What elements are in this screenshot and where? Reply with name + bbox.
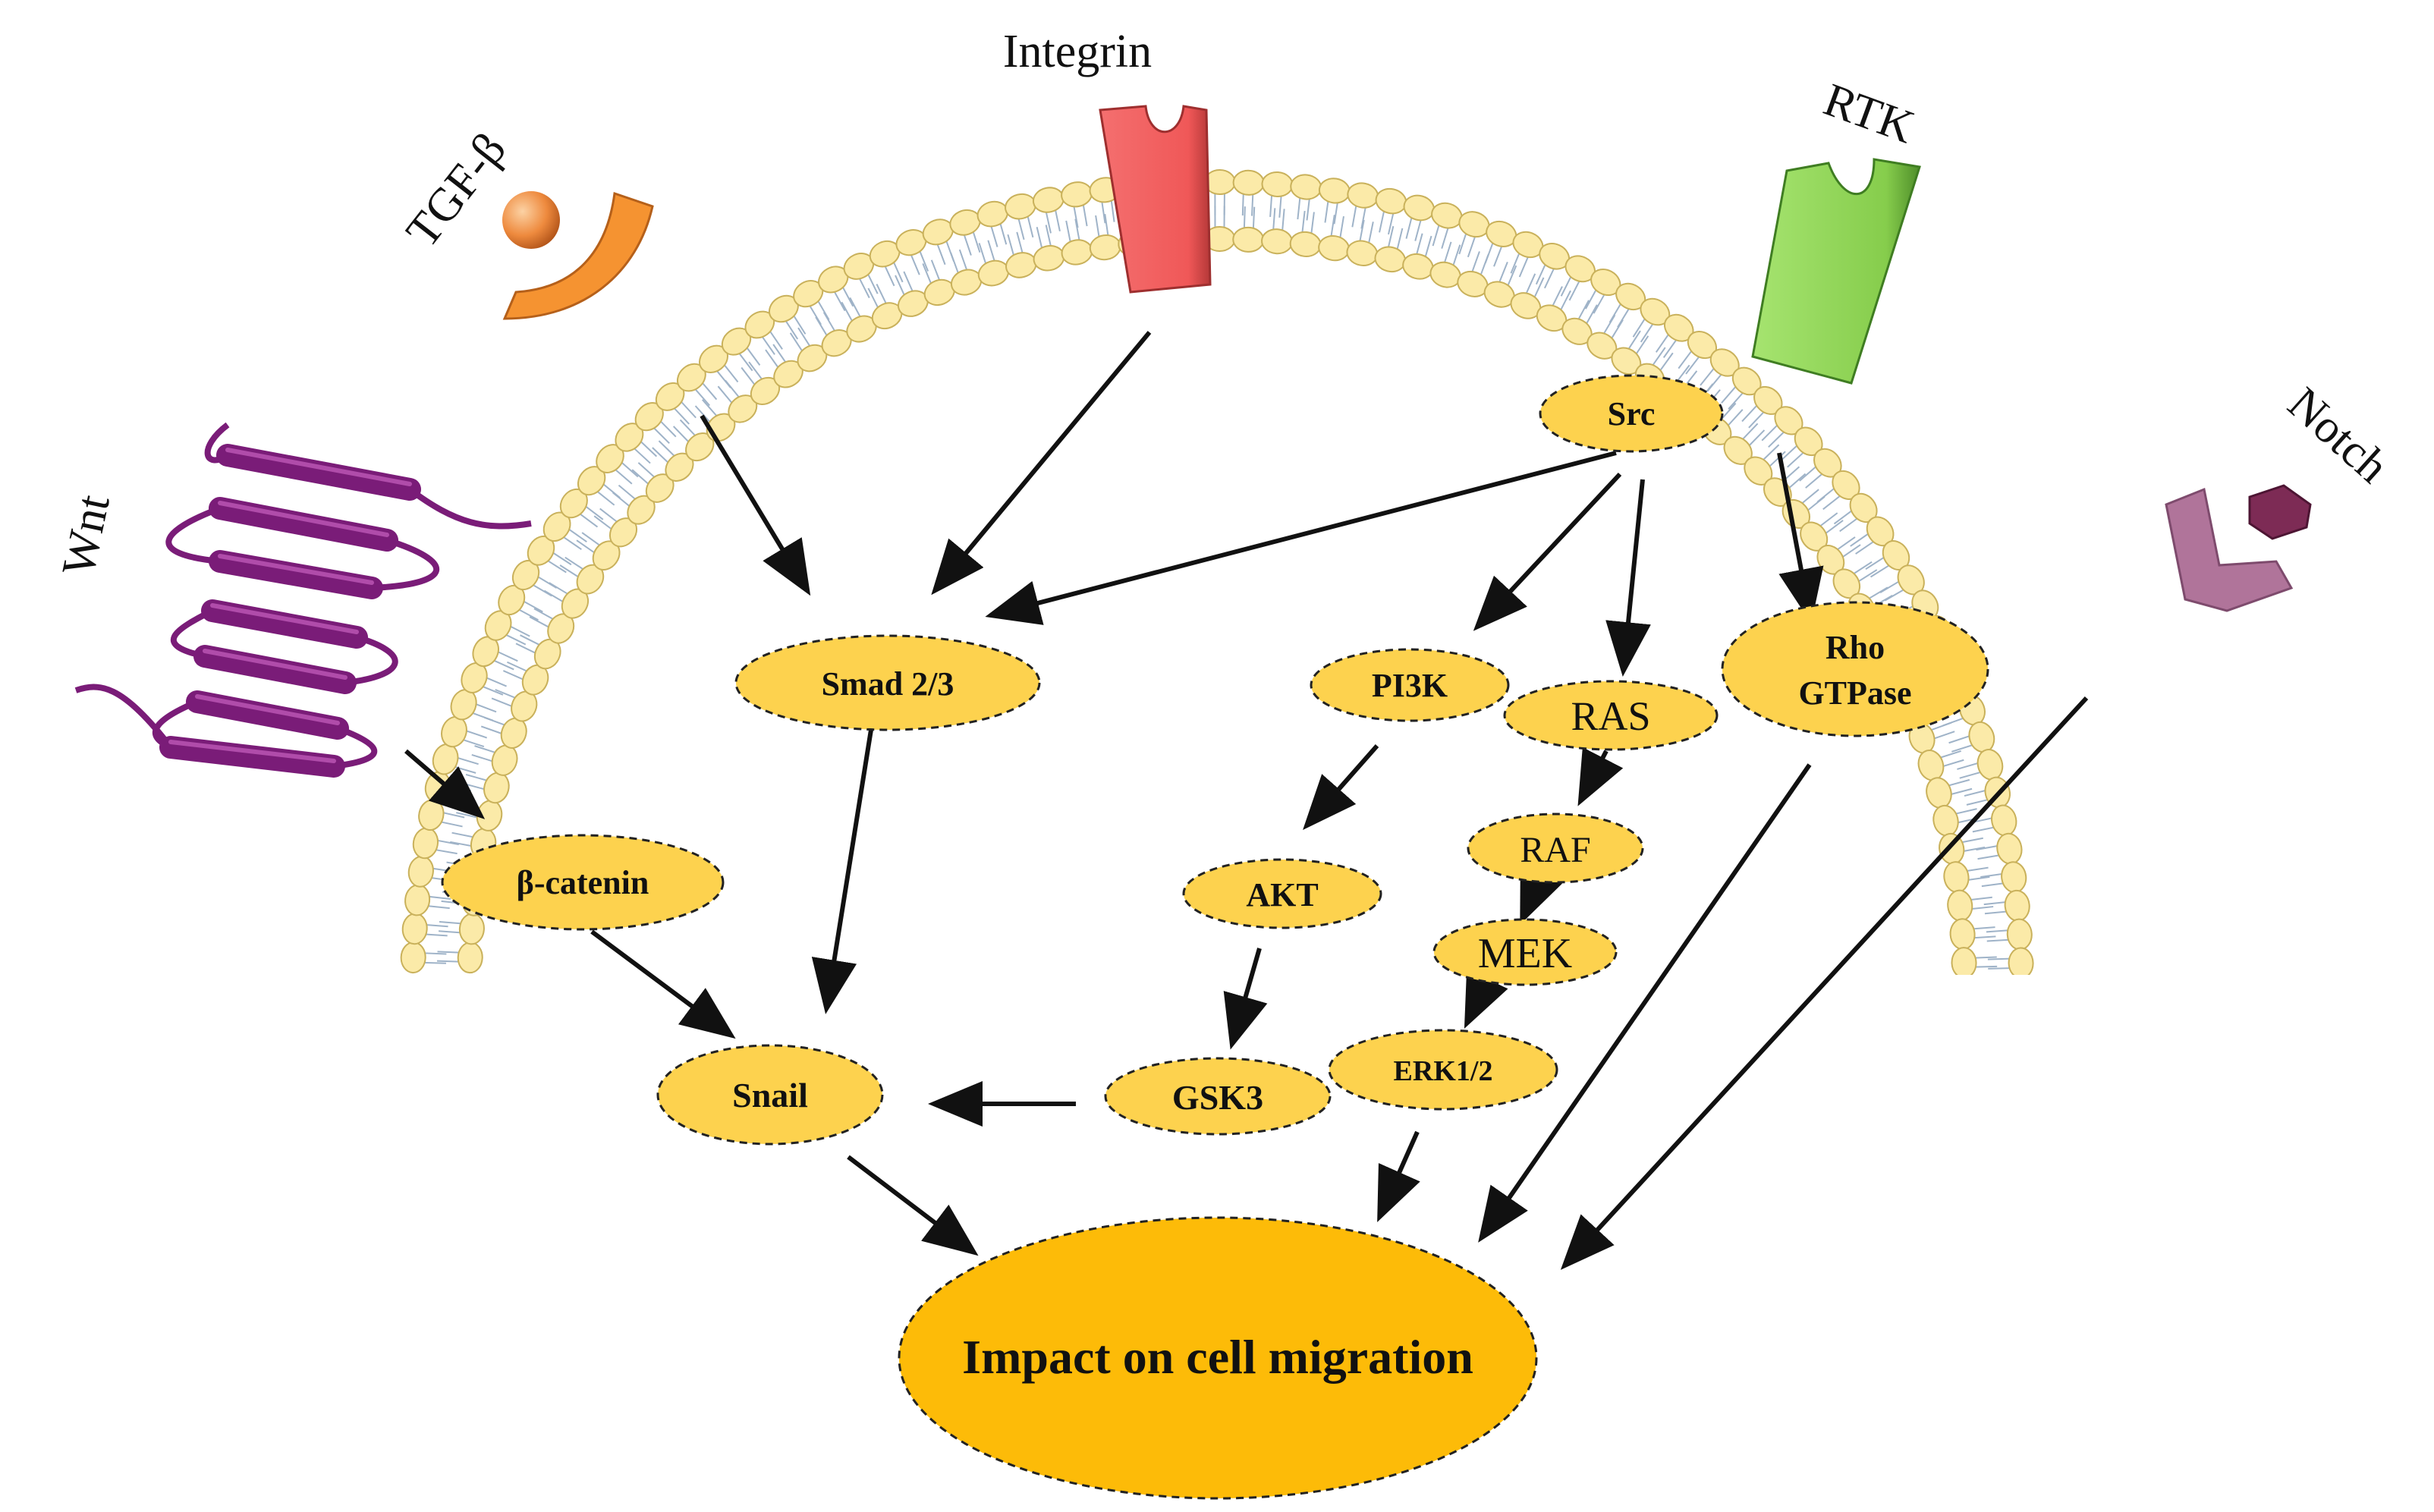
arrow-src-to-pi3k <box>1473 472 1622 631</box>
arrow-rho-to-impact <box>1478 763 1812 1243</box>
arrow-integrin-to-smad <box>931 331 1152 596</box>
arrow-tgf-to-smad <box>700 414 811 596</box>
node-src <box>1539 374 1724 453</box>
integrin-label: Integrin <box>1003 26 1152 77</box>
src-label: Src <box>1608 395 1656 432</box>
integrin-icon <box>1099 105 1212 294</box>
gsk3-label: GSK3 <box>1172 1078 1263 1117</box>
cell-membrane <box>0 169 2434 998</box>
arrow-snail-to-impact <box>847 1155 979 1256</box>
node-akt <box>1182 858 1382 929</box>
tgf-beta-ligand-icon <box>502 191 560 249</box>
node-impact <box>898 1216 1538 1500</box>
arrow-mek-to-erk <box>1464 969 1508 1029</box>
arrow-notch-to-impact <box>1560 696 2089 1270</box>
arrow-rtk-to-rho <box>1777 452 1824 624</box>
node-smad <box>734 634 1041 731</box>
rtk-icon <box>1751 158 1921 385</box>
tgf-beta-label: TGF-β <box>396 124 516 256</box>
rho-label-line1: Rho <box>1826 629 1885 666</box>
notch-receptor <box>2165 484 2312 612</box>
pi3k-label: PI3K <box>1372 667 1448 704</box>
notch-receptor-icon <box>2165 487 2294 612</box>
akt-label: AKT <box>1246 876 1318 913</box>
erk-label: ERK1/2 <box>1394 1055 1493 1087</box>
arrow-src-to-ras <box>1605 479 1651 677</box>
wnt-receptor <box>74 422 532 778</box>
node-snail <box>656 1044 884 1146</box>
smad-label: Smad 2/3 <box>822 665 954 703</box>
snail-label: Snail <box>732 1076 808 1114</box>
node-beta-catenin <box>441 834 725 931</box>
arrow-raf-to-mek <box>1520 866 1563 926</box>
arrow-erk-to-impact <box>1377 1130 1420 1222</box>
tgf-beta-receptor <box>502 191 654 320</box>
wnt-label: Wnt <box>52 490 120 580</box>
arrow-smad-to-snail <box>811 729 873 1014</box>
arrow-src-to-smad <box>985 451 1617 625</box>
impact-label: Impact on cell migration <box>962 1330 1473 1384</box>
integrin-receptor <box>1099 105 1212 294</box>
arrow-wnt-to-beta-catenin <box>404 749 486 819</box>
rtk-label: RTK <box>1817 74 1920 153</box>
node-rho <box>1721 601 1989 737</box>
node-raf <box>1467 813 1644 884</box>
notch-label: Notch <box>2278 378 2398 493</box>
node-gsk3 <box>1104 1057 1332 1136</box>
rho-label-line2: GTPase <box>1798 674 1911 712</box>
ras-label: RAS <box>1571 693 1650 739</box>
notch-ligand-icon <box>2248 484 2312 540</box>
node-erk <box>1328 1029 1558 1111</box>
node-mek <box>1432 918 1618 986</box>
arrow-akt-to-gsk3 <box>1223 948 1268 1050</box>
raf-label: RAF <box>1520 830 1590 870</box>
node-ras <box>1503 680 1719 751</box>
node-pi3k <box>1310 648 1510 722</box>
node-labels: Src Smad 2/3 PI3K RAS Rho GTPase β-caten… <box>517 395 1912 1384</box>
pathway-nodes <box>441 374 1989 1500</box>
pathway-arrows <box>404 331 2089 1270</box>
rtk-receptor <box>1751 158 1921 385</box>
mek-label: MEK <box>1478 930 1572 977</box>
arrow-beta-catenin-to-snail <box>590 929 736 1039</box>
beta-catenin-label: β-catenin <box>517 864 649 901</box>
arrow-pi3k-to-akt <box>1303 744 1379 830</box>
arrow-ras-to-raf <box>1577 747 1624 806</box>
tgf-beta-receptor-icon <box>502 191 654 320</box>
